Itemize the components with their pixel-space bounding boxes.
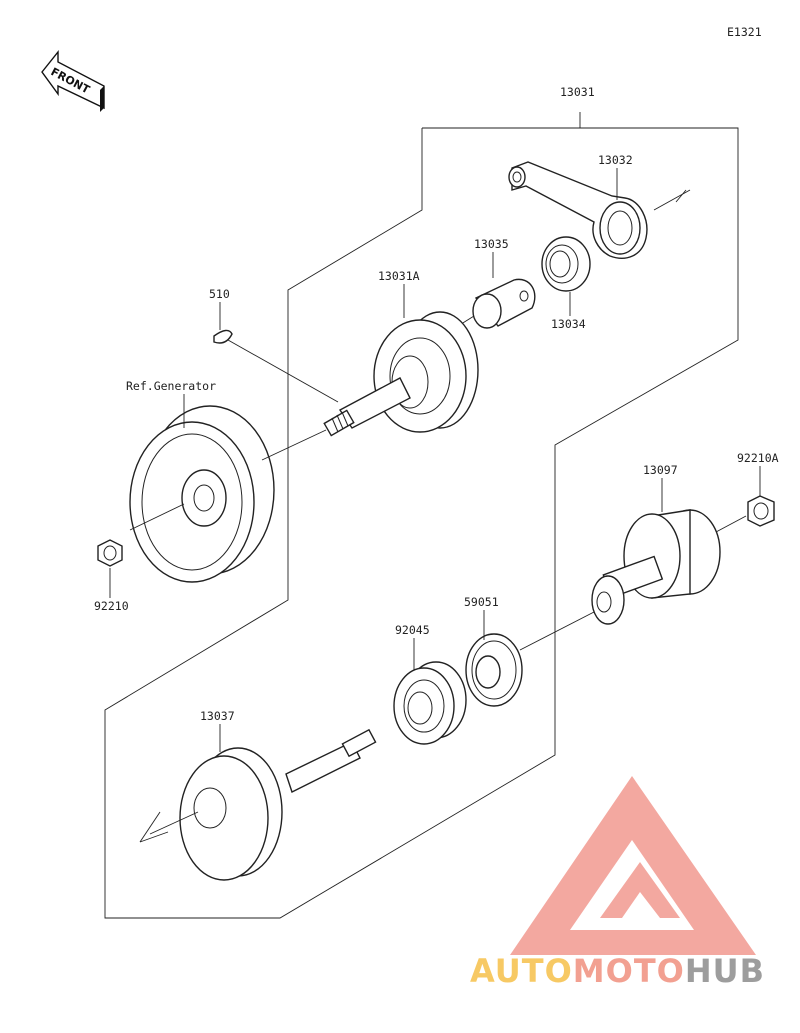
label-13097: 13097 <box>643 463 678 477</box>
crankshaft-left-half <box>323 311 479 437</box>
woodruff-key <box>213 329 339 403</box>
needle-bearing <box>541 236 591 292</box>
label-13035: 13035 <box>474 237 509 251</box>
label-59051: 59051 <box>464 595 499 609</box>
label-ref-generator: Ref.Generator <box>126 379 216 393</box>
watermark-triangle-icon <box>510 776 756 955</box>
label-leaders <box>109 168 761 752</box>
label-92210: 92210 <box>94 599 129 613</box>
label-92045: 92045 <box>395 623 430 637</box>
label-13034: 13034 <box>551 317 586 331</box>
label-13032: 13032 <box>598 153 633 167</box>
crankshaft-gear <box>465 633 523 707</box>
label-13037: 13037 <box>200 709 235 723</box>
generator-rotor <box>129 405 327 583</box>
label-510: 510 <box>209 287 230 301</box>
connecting-rod <box>508 161 691 259</box>
balancer-weight <box>519 509 721 651</box>
label-13031a: 13031A <box>378 269 420 283</box>
ball-bearing <box>393 661 467 745</box>
watermark-moto: MOTO <box>573 952 685 990</box>
watermark-logo: AUTOMOTOHUB <box>470 776 765 990</box>
flange-nut-right <box>715 495 775 533</box>
crank-pin <box>457 278 536 329</box>
flange-nut-left <box>97 539 123 567</box>
label-13031: 13031 <box>560 85 595 99</box>
watermark-hub: HUB <box>685 952 765 990</box>
figure-code: E1321 <box>727 25 762 39</box>
label-92210a: 92210A <box>737 451 779 465</box>
crankshaft-right-half <box>139 728 377 881</box>
assembly-bracket-lines <box>104 112 739 919</box>
svg-text:AUTOMOTOHUB: AUTOMOTOHUB <box>470 952 765 990</box>
front-arrow-icon: FRONT <box>41 50 105 112</box>
watermark-auto: AUTO <box>470 952 573 990</box>
